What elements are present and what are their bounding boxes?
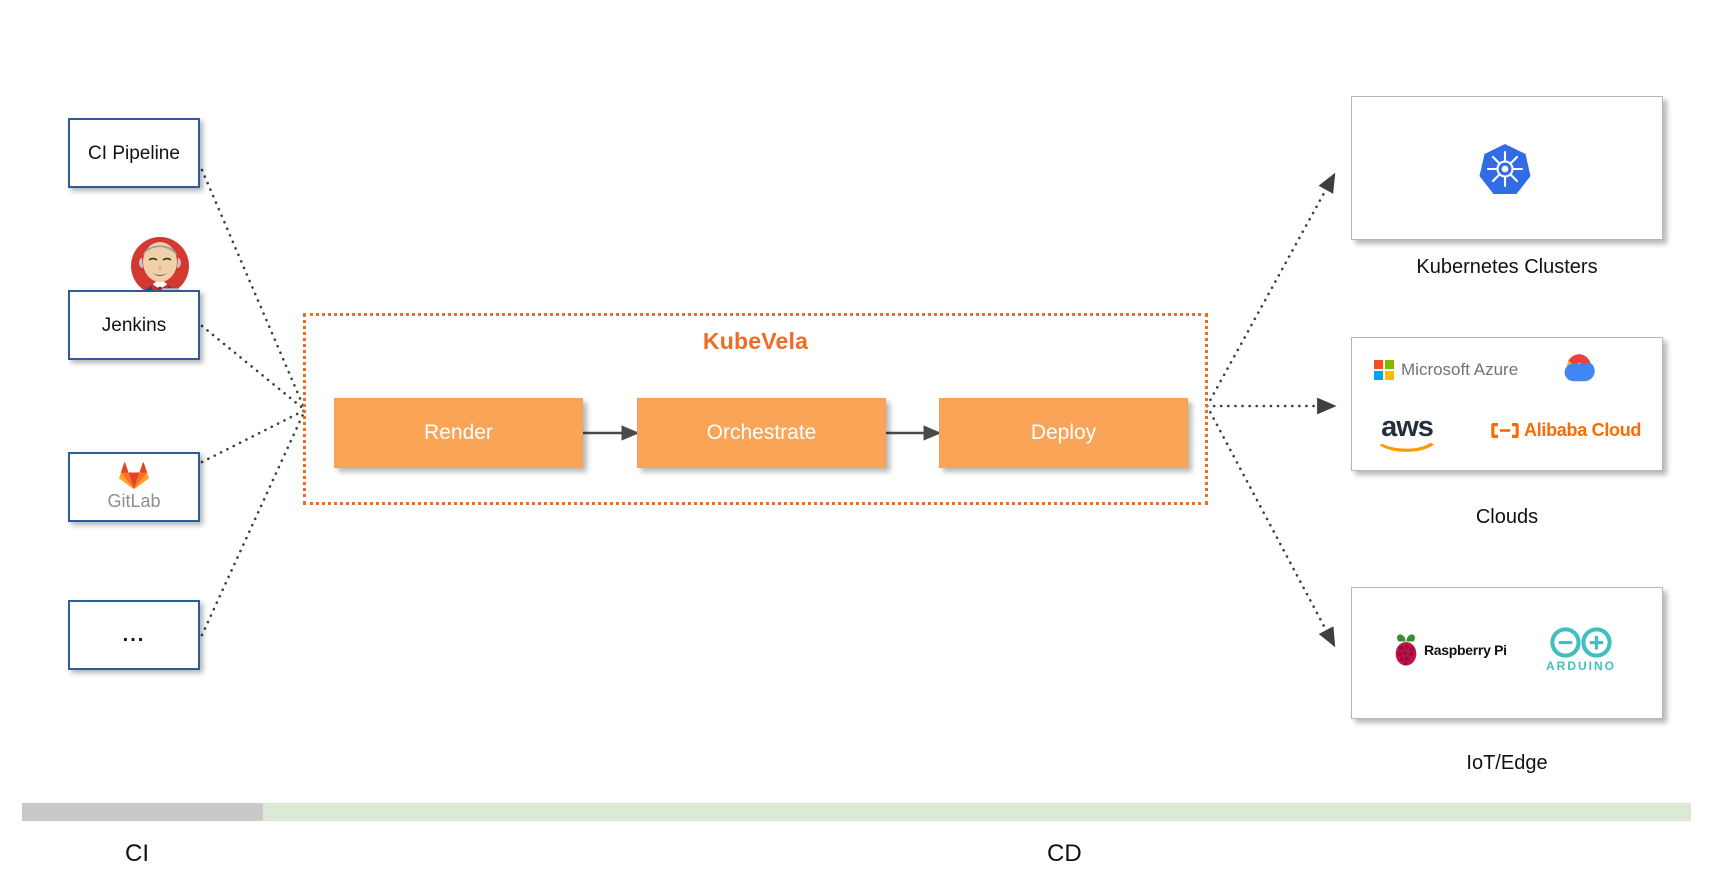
ci-source-ci-pipeline[interactable]: CI Pipeline bbox=[68, 118, 200, 188]
ci-source-gitlab[interactable]: GitLab bbox=[68, 452, 200, 522]
connector-to-iot-edge bbox=[1205, 404, 1336, 648]
ci-source-label: Jenkins bbox=[101, 314, 167, 336]
kubevela-title: KubeVela bbox=[702, 328, 809, 354]
stage-label: Render bbox=[424, 421, 493, 444]
target-label-kubernetes-clusters: Kubernetes Clusters bbox=[1416, 256, 1598, 278]
connector-ci-pipeline bbox=[200, 168, 307, 412]
arduino-logo: ARDUINO bbox=[1546, 626, 1616, 673]
target-label-clouds: Clouds bbox=[1475, 506, 1539, 528]
kubevela-container: KubeVela bbox=[303, 313, 1208, 505]
alibaba-cloud-logo: Alibaba Cloud bbox=[1491, 420, 1641, 441]
aws-logo: aws bbox=[1378, 411, 1436, 454]
target-label-iot-edge: IoT/Edge bbox=[1466, 752, 1548, 774]
connector-gitlab bbox=[200, 408, 307, 464]
stage-label: Orchestrate bbox=[706, 421, 817, 444]
phase-label-ci: CI bbox=[125, 840, 149, 867]
phase-label-cd: CD bbox=[1047, 840, 1082, 867]
ci-source-jenkins[interactable]: Jenkins bbox=[68, 290, 200, 360]
kubernetes-logo bbox=[1477, 142, 1533, 198]
connector-to-kubernetes bbox=[1205, 172, 1336, 408]
phase-bar-cd bbox=[263, 803, 1691, 821]
kubevela-stage-orchestrate[interactable]: Orchestrate bbox=[637, 398, 886, 468]
google-cloud-logo bbox=[1555, 350, 1603, 390]
microsoft-azure-logo: Microsoft Azure bbox=[1374, 360, 1518, 380]
aws-text: aws bbox=[1381, 411, 1434, 443]
microsoft-azure-text: Microsoft Azure bbox=[1401, 360, 1519, 379]
ci-source-label: CI Pipeline bbox=[88, 142, 180, 164]
connector-jenkins bbox=[200, 324, 307, 412]
ci-source-label: GitLab bbox=[107, 491, 161, 511]
raspberry-pi-text: Raspberry Pi bbox=[1424, 642, 1507, 658]
target-kubernetes-clusters[interactable] bbox=[1351, 96, 1663, 240]
ci-source-label: ... bbox=[122, 624, 146, 646]
alibaba-cloud-text: Alibaba Cloud bbox=[1524, 420, 1642, 440]
target-clouds[interactable]: Microsoft Azure aws bbox=[1351, 337, 1663, 471]
raspberry-pi-logo: Raspberry Pi bbox=[1390, 633, 1507, 667]
ci-source-more[interactable]: ... bbox=[68, 600, 200, 670]
stage-label: Deploy bbox=[1030, 421, 1097, 444]
arduino-text: ARDUINO bbox=[1546, 659, 1616, 673]
connector-more bbox=[200, 408, 307, 637]
target-iot-edge[interactable]: Raspberry Pi ARDUINO bbox=[1351, 587, 1663, 719]
gitlab-logo bbox=[119, 462, 149, 490]
kubevela-stage-render[interactable]: Render bbox=[334, 398, 583, 468]
phase-bar-ci bbox=[22, 803, 263, 821]
kubevela-stage-deploy[interactable]: Deploy bbox=[939, 398, 1188, 468]
